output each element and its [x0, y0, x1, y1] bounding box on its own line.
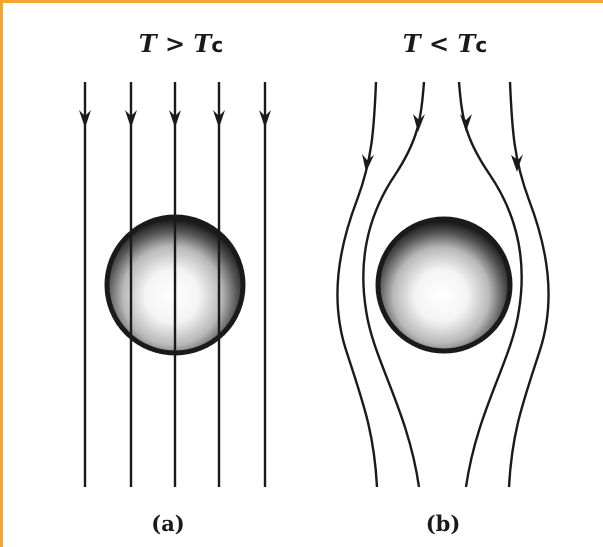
heading-b-variable: T [402, 29, 421, 58]
arrowhead-a-4 [213, 110, 225, 128]
heading-a: T > Tc [139, 29, 223, 58]
heading-b-critical-subscript: c [475, 33, 488, 57]
field-line-b-3 [457, 81, 523, 488]
heading-a-relation: > [156, 29, 194, 58]
arrowhead-a-2 [125, 110, 137, 128]
sphere-b [375, 216, 513, 354]
caption-a: (a) [151, 511, 185, 536]
arrowhead-a-5 [259, 110, 271, 128]
arrowhead-a-3 [169, 110, 181, 128]
heading-b-relation: < [420, 29, 458, 58]
heading-b-critical-variable: T [457, 29, 476, 58]
arrowhead-a-1 [79, 110, 91, 128]
arrowhead-b-1 [362, 154, 374, 172]
diagram-svg [79, 81, 550, 488]
panel-a-diagram [79, 82, 271, 487]
arrowhead-b-2 [413, 114, 425, 132]
panel-b-diagram [336, 81, 550, 488]
field-line-b-1 [336, 81, 379, 488]
caption-b: (b) [425, 511, 461, 536]
heading-a-variable: T [138, 29, 157, 58]
field-line-b-2 [362, 81, 426, 488]
heading-a-critical-variable: T [193, 29, 212, 58]
arrowhead-b-3 [460, 114, 472, 132]
heading-b: T < Tc [403, 29, 487, 58]
heading-a-critical-subscript: c [211, 33, 224, 57]
arrowhead-b-4 [511, 154, 523, 172]
field-line-b-4 [507, 81, 550, 488]
